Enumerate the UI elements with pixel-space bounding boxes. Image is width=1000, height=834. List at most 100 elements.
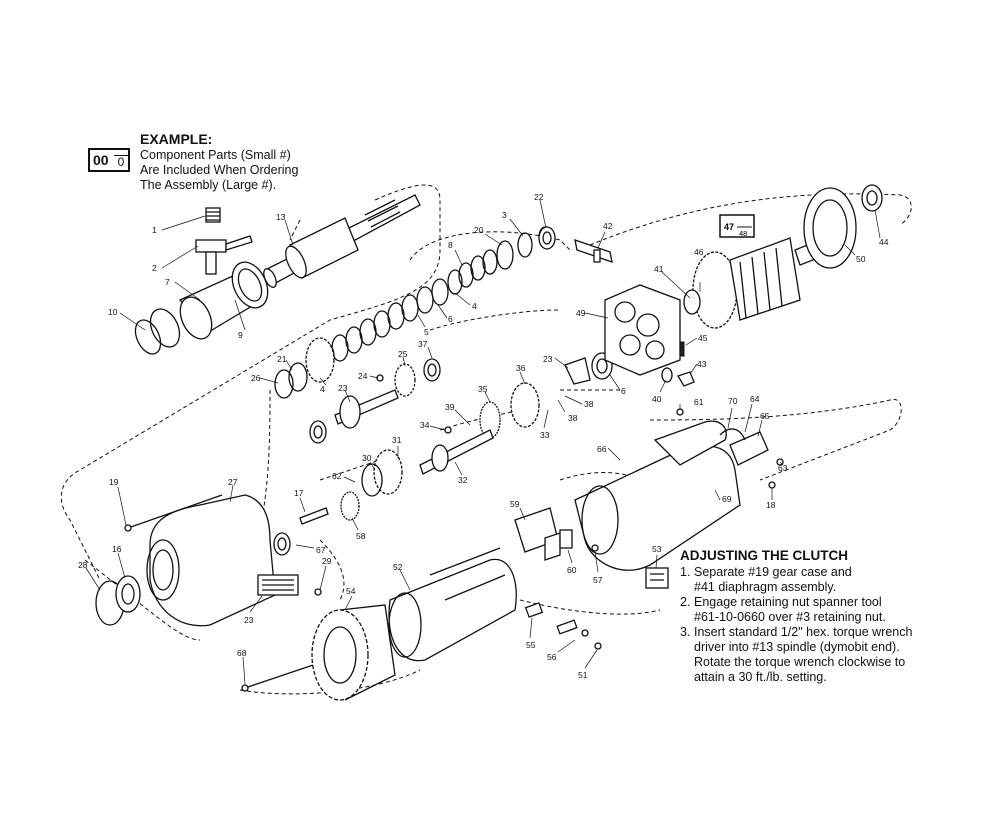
- armature-48: [683, 237, 819, 329]
- callout-label: 26: [251, 373, 261, 383]
- callout-label: 1: [152, 225, 157, 235]
- step-text: Separate #19 gear case and: [694, 565, 852, 579]
- tie-rods: [124, 494, 329, 692]
- front-rings: [95, 575, 141, 626]
- callout-label: 58: [356, 531, 366, 541]
- step-text: driver into #13 spindle (dymobit end).: [694, 640, 900, 654]
- callout-label: 23: [543, 354, 553, 364]
- callout-label: 37: [418, 339, 428, 349]
- step-text: attain a 30 ft./lb. setting.: [694, 670, 827, 684]
- diaphragm-41: [604, 284, 681, 376]
- callout-label: 21: [277, 354, 287, 364]
- callout-label: 34: [420, 420, 430, 430]
- callout-label: 45: [698, 333, 708, 343]
- callout-label: 62: [332, 471, 342, 481]
- callout-label: 13: [276, 212, 286, 222]
- callout-label: 18: [766, 500, 776, 510]
- callout-label: 38: [568, 413, 578, 423]
- handle-63: [574, 420, 769, 571]
- callout-label: 4: [320, 384, 325, 394]
- callout-label: 56: [547, 652, 557, 662]
- callout-label: 60: [567, 565, 577, 575]
- callout-labels: 1 2 7 13 10 9 3 22 20 8 4 5 6 42 46 41 4…: [78, 192, 889, 685]
- step-number: 2.: [680, 595, 691, 609]
- callout-label: 49: [576, 308, 586, 318]
- step-text: Engage retaining nut spanner tool: [694, 595, 882, 609]
- step-number: 3.: [680, 625, 691, 639]
- callout-label: 52: [393, 562, 403, 572]
- callout-label: 5: [424, 327, 429, 337]
- callout-label: 28: [78, 560, 88, 570]
- step-text: #41 diaphragm assembly.: [694, 580, 837, 594]
- callout-label: 64: [750, 394, 760, 404]
- clutch-housing-7: [134, 261, 269, 355]
- callout-label: 65: [760, 411, 770, 421]
- spindle-13: [263, 194, 421, 288]
- callout-label: 30: [362, 453, 372, 463]
- callout-label: 44: [879, 237, 889, 247]
- example-small-number: 0: [114, 155, 128, 168]
- assembly-callout-47-48: 47 48: [719, 214, 755, 238]
- callout-label: 57: [593, 575, 603, 585]
- assembly-small-number: 48: [739, 229, 747, 238]
- assembly-large-number: 47: [724, 222, 734, 232]
- callout-label: 53: [652, 544, 662, 554]
- callout-label: 9: [238, 330, 243, 340]
- example-large-number: 00: [93, 152, 109, 168]
- callout-label: 16: [112, 544, 122, 554]
- callout-label: 23: [338, 383, 348, 393]
- example-line: Component Parts (Small #): [140, 148, 291, 162]
- step-text: Insert standard 1/2" hex. torque wrench: [694, 625, 913, 639]
- motor-housing-53: [388, 547, 517, 662]
- callout-label: 7: [165, 277, 170, 287]
- callout-label: 69: [722, 494, 732, 504]
- callout-label: 6: [448, 314, 453, 324]
- callout-label: 25: [398, 349, 408, 359]
- callout-label: 22: [534, 192, 544, 202]
- clutch-heading: ADJUSTING THE CLUTCH: [680, 548, 848, 563]
- small-screws: [314, 374, 784, 596]
- callout-label: 4: [472, 301, 477, 311]
- example-heading: EXAMPLE:: [140, 131, 213, 147]
- instruction-step: 2. Engage retaining nut spanner tool #61…: [680, 595, 980, 625]
- example-callout-box: 00 0: [88, 148, 130, 172]
- small-hardware: [564, 239, 695, 387]
- callout-label: 67: [316, 545, 326, 555]
- callout-label: 19: [109, 477, 119, 487]
- callout-label: 24: [358, 371, 368, 381]
- callout-label: 55: [526, 640, 536, 650]
- gear-case-19: [146, 494, 299, 627]
- callout-label: 42: [603, 221, 613, 231]
- bearings: [273, 184, 883, 556]
- callout-label: 10: [108, 307, 118, 317]
- callout-label: 6: [621, 386, 626, 396]
- callout-label: 33: [540, 430, 550, 440]
- switch-parts: [514, 507, 669, 589]
- callout-label: 68: [237, 648, 247, 658]
- fittings-1-2: [195, 207, 253, 275]
- instruction-step: 1. Separate #19 gear case and #41 diaphr…: [680, 565, 980, 595]
- callout-label: 40: [652, 394, 662, 404]
- callout-label: 41: [654, 264, 664, 274]
- callout-label: 39: [445, 402, 455, 412]
- callout-label: 63: [778, 463, 788, 473]
- shafts: [334, 389, 494, 475]
- callout-label: 17: [294, 488, 304, 498]
- fan-baffle-49: [803, 187, 857, 269]
- step-text: Rotate the torque wrench clockwise to: [694, 655, 906, 669]
- field-52: [311, 604, 396, 701]
- callout-label: 8: [448, 240, 453, 250]
- gear-train: [305, 337, 540, 521]
- step-text: #61-10-0660 over #3 retaining nut.: [694, 610, 886, 624]
- callout-label: 31: [392, 435, 402, 445]
- example-line: Are Included When Ordering: [140, 163, 299, 177]
- callout-label: 38: [584, 399, 594, 409]
- callout-label: 43: [697, 359, 707, 369]
- callout-label: 27: [228, 477, 238, 487]
- clutch-instructions: ADJUSTING THE CLUTCH 1. Separate #19 gea…: [680, 548, 980, 685]
- callout-label: 66: [597, 444, 607, 454]
- callout-label: 2: [152, 263, 157, 273]
- callout-label: 46: [694, 247, 704, 257]
- brush-parts: [524, 602, 602, 650]
